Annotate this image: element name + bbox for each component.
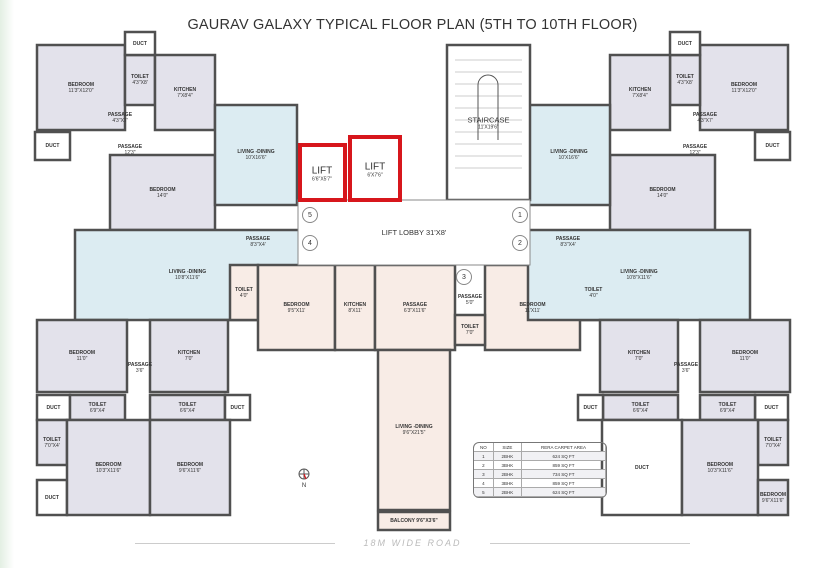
room-duct bbox=[33, 130, 72, 162]
room-toilet bbox=[756, 418, 790, 467]
road-line-right bbox=[490, 543, 690, 544]
compass-icon bbox=[298, 468, 310, 480]
table-cell: 859 SQ FT bbox=[521, 461, 606, 470]
flat-number-marker: 2 bbox=[512, 235, 528, 251]
room-toilet bbox=[68, 393, 127, 422]
stair-arrow-icon bbox=[477, 74, 499, 140]
flat-number-marker: 3 bbox=[456, 269, 472, 285]
table-cell: 734 SQ FT bbox=[521, 470, 606, 479]
table-cell: 624 SQ FT bbox=[521, 488, 606, 497]
table-cell: 3 bbox=[474, 470, 494, 479]
table-cell: 3BHK bbox=[493, 479, 522, 488]
road: 18M WIDE ROAD bbox=[135, 538, 690, 548]
room-duct bbox=[35, 393, 72, 422]
room-toilet bbox=[698, 393, 757, 422]
room-duct bbox=[576, 393, 605, 422]
table-cell: 1 bbox=[474, 452, 494, 461]
room-kitchen bbox=[333, 263, 377, 352]
header-area: RERA CARPET AREA bbox=[521, 443, 606, 452]
room-bedroom bbox=[108, 153, 217, 232]
room-bedroom bbox=[35, 318, 129, 394]
room-duct bbox=[223, 393, 252, 422]
header-size: SIZE bbox=[493, 443, 522, 452]
room-bedroom bbox=[608, 153, 717, 232]
room-bedroom bbox=[148, 418, 232, 517]
table-cell: 624 SQ FT bbox=[521, 452, 606, 461]
room-duct bbox=[668, 30, 702, 57]
room-bedroom bbox=[35, 43, 127, 132]
room-toilet bbox=[453, 313, 487, 347]
table-cell: 859 SQ FT bbox=[521, 479, 606, 488]
table-cell: 2BHK bbox=[493, 452, 522, 461]
room-bedroom bbox=[698, 318, 792, 394]
table-cell: 2BHK bbox=[493, 470, 522, 479]
flat-number-marker: 1 bbox=[512, 207, 528, 223]
room-living-dining bbox=[213, 103, 299, 207]
room-kitchen bbox=[148, 318, 230, 394]
room-duct bbox=[35, 478, 69, 517]
room-bedroom bbox=[680, 418, 760, 517]
north-indicator: N bbox=[297, 467, 311, 491]
room-duct bbox=[753, 393, 790, 422]
room-kitchen bbox=[608, 53, 672, 132]
road-line-left bbox=[135, 543, 335, 544]
room-living-dining bbox=[526, 103, 612, 207]
room-passage bbox=[373, 263, 457, 352]
table-header-row: NO SIZE RERA CARPET AREA bbox=[474, 443, 606, 452]
room-staircase bbox=[445, 43, 532, 202]
table-cell: 5 bbox=[474, 488, 494, 497]
lift-lobby bbox=[297, 199, 531, 266]
room-kitchen bbox=[153, 53, 217, 132]
room-toilet bbox=[668, 53, 702, 107]
room-duct bbox=[600, 418, 684, 517]
room-toilet bbox=[228, 263, 260, 322]
room-toilet bbox=[601, 393, 680, 422]
table-cell: 2 bbox=[474, 461, 494, 470]
page-edge bbox=[0, 0, 14, 568]
flat-number-marker: 4 bbox=[302, 235, 318, 251]
lift-1 bbox=[298, 143, 347, 202]
header-no: NO bbox=[474, 443, 494, 452]
room-living-dining bbox=[376, 348, 452, 512]
lift-2 bbox=[348, 135, 402, 202]
room-bedroom bbox=[698, 43, 790, 132]
page-title: GAURAV GALAXY TYPICAL FLOOR PLAN (5TH TO… bbox=[187, 17, 638, 33]
table-cell: 2BHK bbox=[493, 488, 522, 497]
room-duct bbox=[123, 30, 157, 57]
road-label: 18M WIDE ROAD bbox=[363, 538, 462, 548]
room-bedroom bbox=[256, 263, 337, 352]
room-toilet bbox=[148, 393, 227, 422]
table-cell: 4 bbox=[474, 479, 494, 488]
flat-number-marker: 5 bbox=[302, 207, 318, 223]
room-living-dining bbox=[526, 228, 752, 322]
room-bedroom bbox=[65, 418, 152, 517]
room-toilet bbox=[35, 418, 69, 467]
north-label: N bbox=[301, 483, 307, 489]
room-kitchen bbox=[598, 318, 680, 394]
room-bedroom bbox=[756, 478, 790, 517]
room-duct bbox=[753, 130, 792, 162]
table-cell: 3BHK bbox=[493, 461, 522, 470]
room-toilet bbox=[123, 53, 157, 107]
room-balcony-x bbox=[376, 510, 452, 532]
